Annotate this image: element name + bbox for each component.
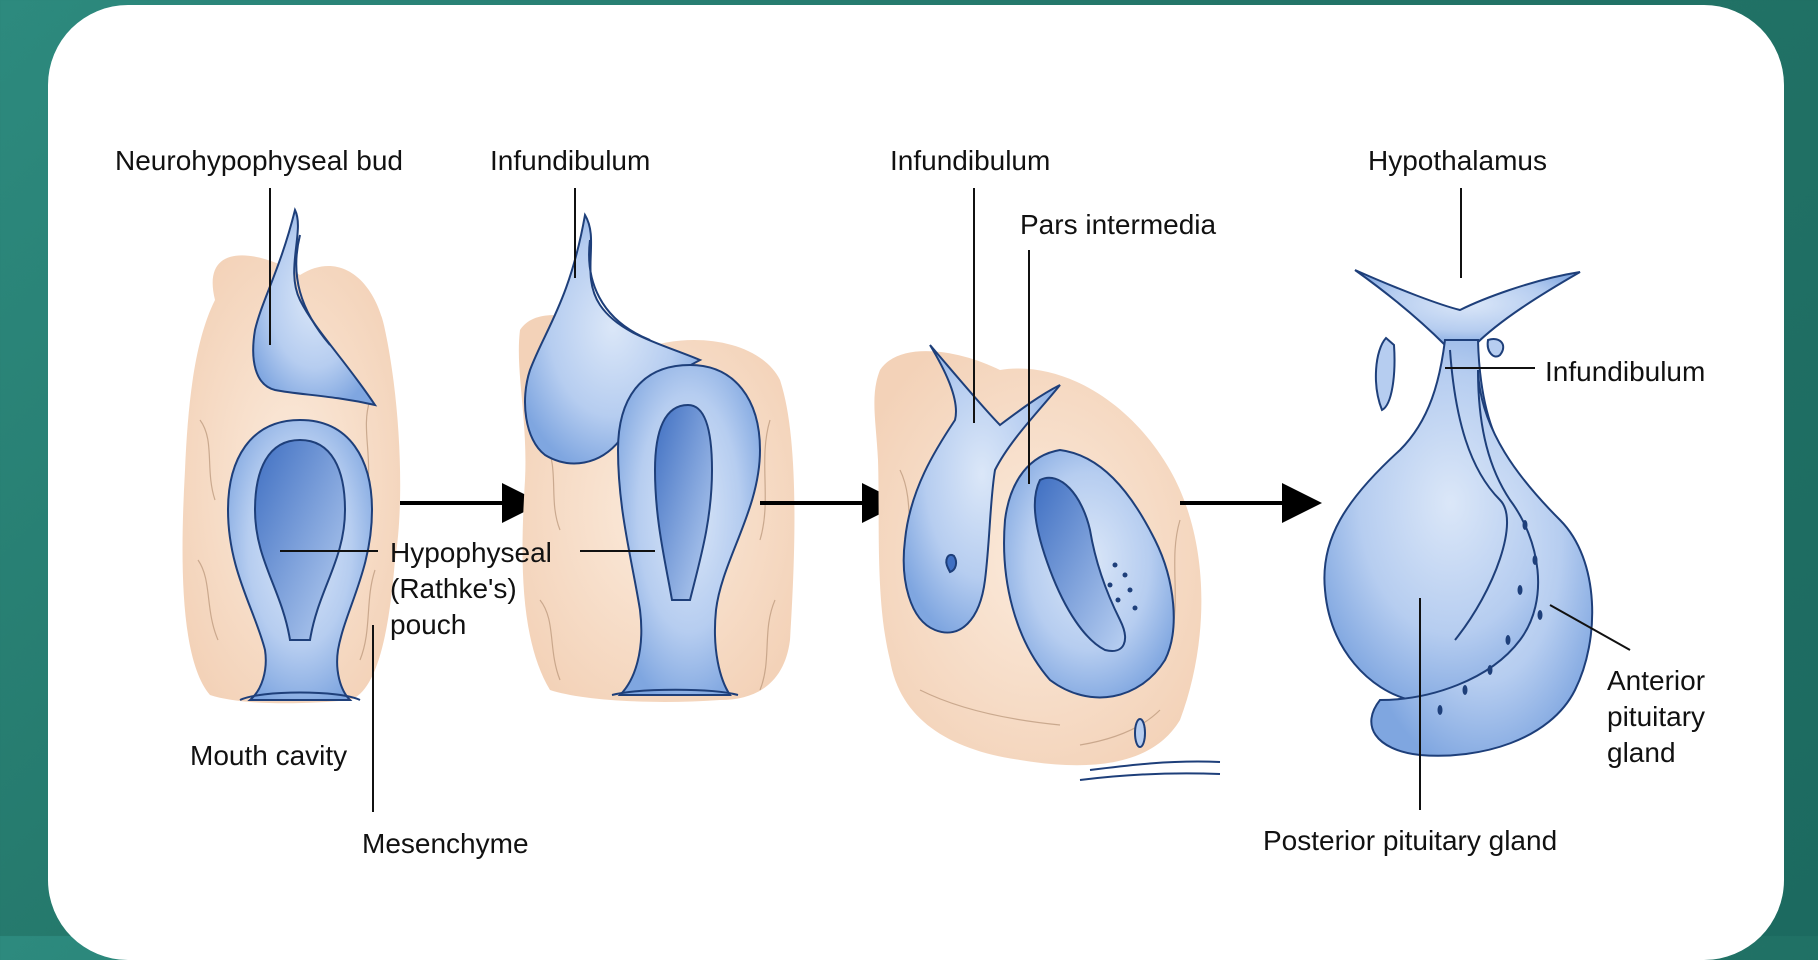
- stage-2: [519, 215, 795, 702]
- label-mesenchyme: Mesenchyme: [362, 828, 529, 859]
- label-hypophyseal: Hypophyseal: [390, 537, 552, 568]
- label-neurohypophyseal-bud: Neurohypophyseal bud: [115, 145, 403, 176]
- label-posterior-pituitary-gland: Posterior pituitary gland: [1263, 825, 1557, 856]
- label-pars-intermedia: Pars intermedia: [1020, 209, 1217, 240]
- label-infundibulum-stage-3: Infundibulum: [890, 145, 1050, 176]
- pituitary-development-diagram: Neurohypophyseal bud Infundibulum Infund…: [0, 0, 1818, 936]
- label-mouth-cavity: Mouth cavity: [190, 740, 347, 771]
- label-infundibulum-stage-2: Infundibulum: [490, 145, 650, 176]
- label-hypothalamus: Hypothalamus: [1368, 145, 1547, 176]
- label-pouch: pouch: [390, 609, 466, 640]
- stage-4: [1324, 270, 1592, 756]
- stage-4-hypothalamus: [1355, 270, 1580, 345]
- label-rathkes: (Rathke's): [390, 573, 517, 604]
- stage-1: [183, 210, 401, 703]
- label-infundibulum-stage-4: Infundibulum: [1545, 356, 1705, 387]
- label-gland: gland: [1607, 737, 1676, 768]
- stage-3: [874, 345, 1220, 780]
- label-pituitary: pituitary: [1607, 701, 1705, 732]
- label-anterior: Anterior: [1607, 665, 1705, 696]
